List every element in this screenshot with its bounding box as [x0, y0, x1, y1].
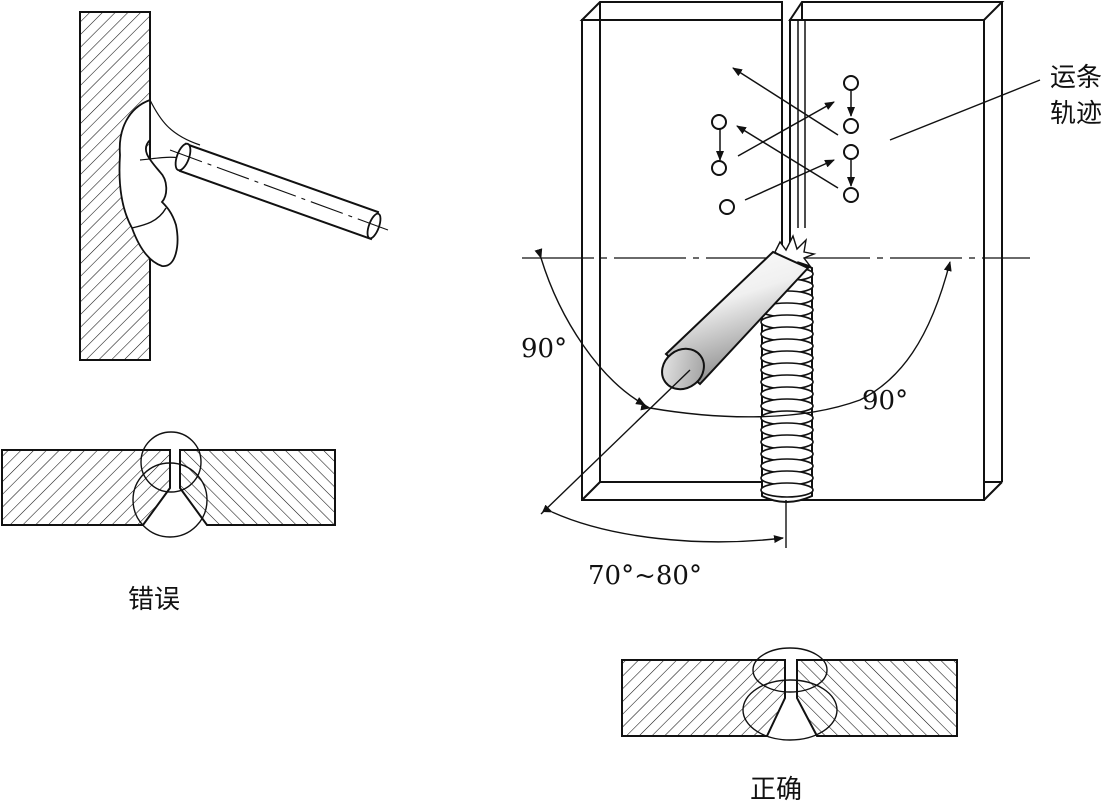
plate-right	[788, 0, 1005, 501]
trajectory-arrows	[716, 67, 855, 201]
label-angle-left: 90°	[521, 334, 567, 364]
angle-arc-right	[640, 261, 952, 418]
root-gap	[797, 20, 806, 228]
label-trajectory-line1: 运条	[1050, 63, 1102, 93]
wrong-electrode	[169, 142, 389, 241]
electrode-axis-line	[540, 369, 691, 515]
label-trajectory-line2: 轨迹	[1050, 99, 1102, 129]
wrong-cross-section	[1, 431, 336, 538]
label-angle-right: 90°	[862, 386, 908, 416]
label-angle-bottom: 70°~80°	[588, 561, 702, 591]
label-wrong: 错误	[128, 585, 180, 615]
plate-left	[579, 1, 783, 501]
trajectory-leader-line	[889, 79, 1041, 141]
label-correct: 正确	[750, 775, 802, 802]
angle-arc-left	[534, 248, 646, 406]
angle-arc-bottom	[542, 504, 784, 544]
weld-bead-ripple	[760, 482, 814, 498]
correct-cross-section	[621, 647, 958, 741]
wrong-weld-drip	[118, 98, 201, 267]
trajectory-points	[711, 75, 859, 215]
